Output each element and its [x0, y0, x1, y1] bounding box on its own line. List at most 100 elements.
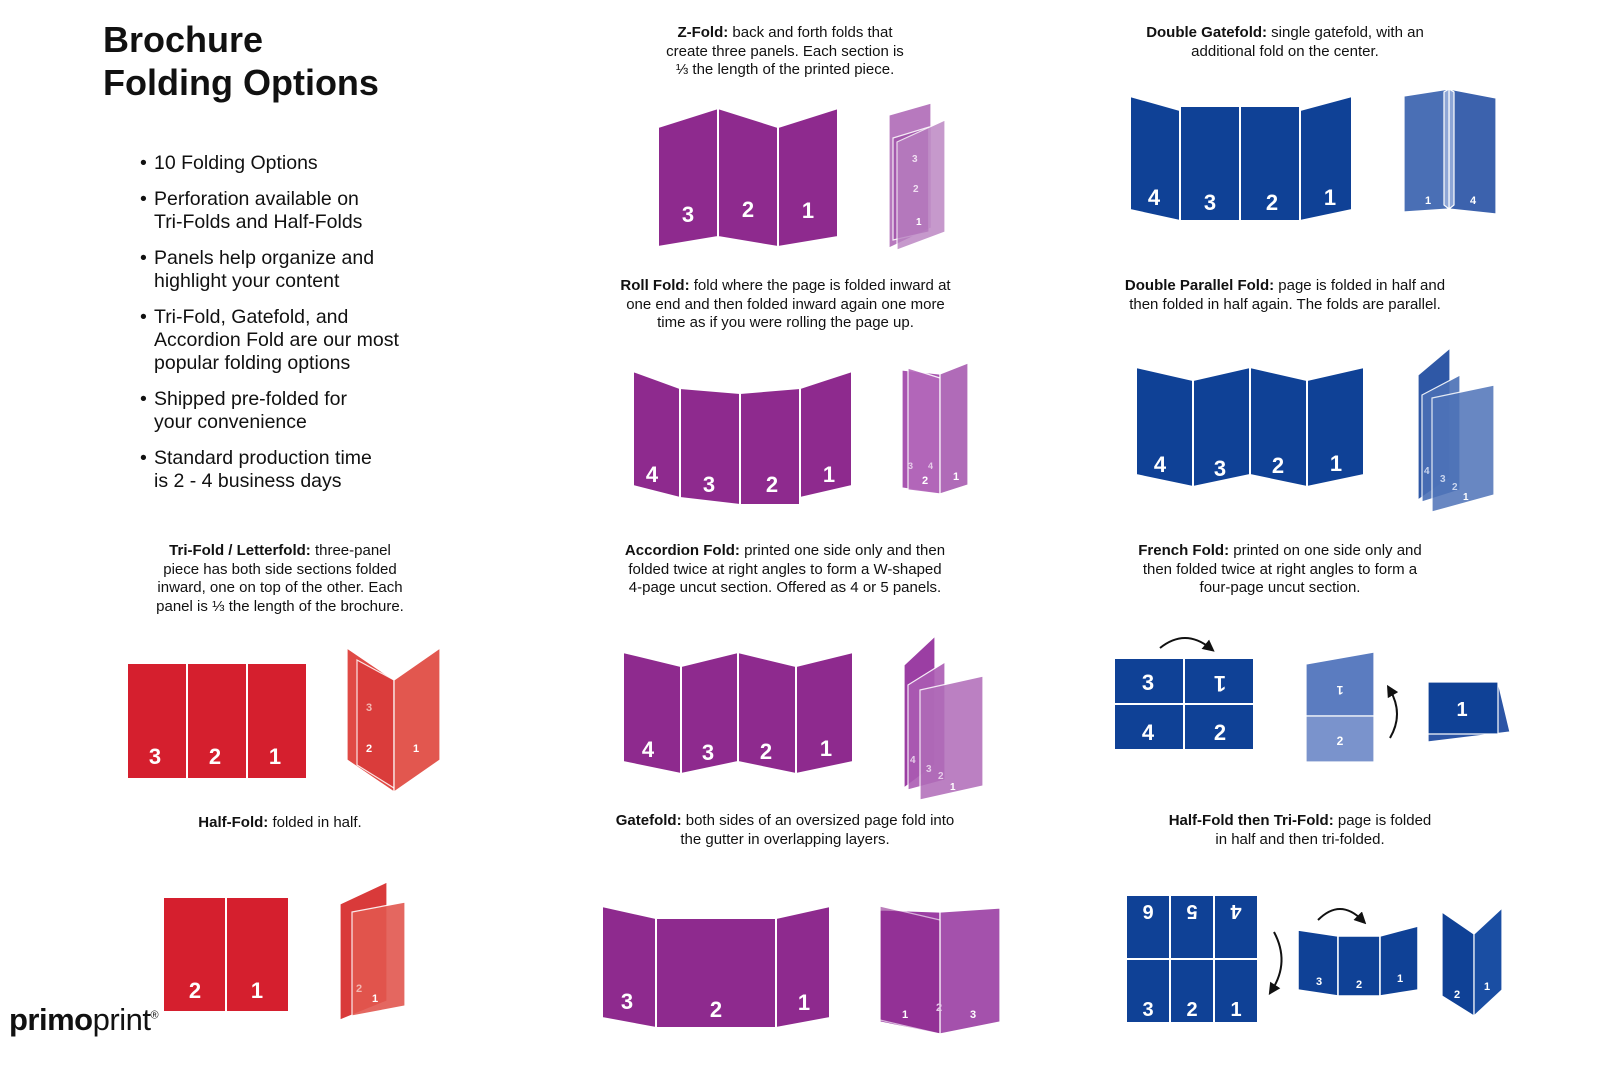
panel-number: 3	[926, 764, 932, 775]
panel-number: 4	[1230, 900, 1242, 922]
caption-roll-fold: Roll Fold: fold where the page is folded…	[583, 277, 988, 333]
half-fold-then-tri-fold-numbers: 6 5 4 3 2 1	[1142, 900, 1241, 1021]
double-gatefold-numbers: 4 3 2 1	[1148, 185, 1336, 215]
panel-number: 3	[970, 1009, 976, 1021]
caption-double-parallel-fold: Double Parallel Fold: page is folded in …	[1085, 277, 1485, 314]
caption-tri-fold: Tri-Fold / Letterfold: three-panel piece…	[110, 542, 450, 616]
tri-fold-flat-diagram	[126, 662, 308, 780]
panel-number: 1	[413, 743, 419, 755]
caption-text: printed on one side only and	[1229, 542, 1422, 559]
tri-fold-folded-diagram	[346, 646, 441, 794]
panel-number: 3	[1204, 190, 1216, 215]
caption-text: four-page uncut section.	[1199, 579, 1361, 596]
panel-number: 3	[1142, 670, 1154, 695]
list-item-text: Shipped pre-folded for	[154, 388, 347, 410]
panel-number: 4	[1148, 185, 1161, 210]
panel-number: 2	[1214, 720, 1226, 745]
caption-text: fold where the page is folded inward at	[689, 277, 951, 294]
list-item-text: is 2 - 4 business days	[154, 470, 342, 492]
caption-text: then folded twice at right angles to for…	[1142, 560, 1418, 578]
panel-number: 2	[1266, 190, 1278, 215]
french-fold-half-numbers: 1 2	[1336, 683, 1343, 748]
list-item-text: your convenience	[154, 411, 307, 433]
caption-text: three-panel	[310, 542, 391, 559]
gatefold-flat-diagram	[601, 904, 831, 1030]
panel-number: 1	[1214, 671, 1226, 696]
fold-name: Accordion Fold:	[624, 542, 740, 559]
caption-text: both sides of an oversized page fold int…	[681, 812, 955, 829]
panel-number: 2	[189, 978, 201, 1003]
caption-accordion-fold: Accordion Fold: printed one side only an…	[590, 542, 980, 598]
curved-arrow-icon	[1268, 931, 1283, 996]
panel-number: 3	[682, 202, 694, 227]
half-fold-then-tri-fold-folded-numbers: 2 1	[1454, 981, 1490, 1001]
caption-text: in half and then tri-folded.	[1215, 830, 1385, 848]
panel-number: 4	[1470, 195, 1477, 207]
accordion-numbers: 4 3 2 1	[642, 736, 832, 765]
french-fold-flat-diagram	[1113, 657, 1255, 751]
logo-registered-mark: ®	[150, 1009, 159, 1022]
list-item-text: Accordion Fold are our most	[154, 329, 399, 351]
french-fold-numbers: 3 1 4 2	[1142, 670, 1226, 745]
fold-name: Roll Fold:	[620, 277, 690, 294]
panel-number: 2	[922, 475, 928, 487]
panel-number: 2	[366, 743, 372, 755]
panel-number: 5	[1186, 900, 1197, 922]
list-item-text: Perforation available on	[154, 188, 359, 210]
panel-number: 1	[1336, 683, 1343, 697]
accordion-fold-flat-diagram	[622, 650, 854, 776]
caption-text: back and forth folds that	[728, 24, 893, 41]
panel-number: 2	[1337, 734, 1344, 748]
panel-number: 1	[953, 471, 959, 483]
fold-name: Half-Fold then Tri-Fold:	[1168, 812, 1334, 829]
caption-text: ⅓ the length of the printed piece.	[675, 61, 895, 78]
panel-number: 1	[269, 744, 281, 769]
double-parallel-numbers: 4 3 2 1	[1154, 451, 1342, 481]
roll-fold-numbers: 4 3 2 1	[646, 462, 835, 497]
caption-text: panel is ⅓ the length of the brochure.	[156, 597, 404, 615]
panel-number: 4	[646, 462, 659, 487]
double-gatefold-folded-numbers: 1 4	[1425, 195, 1477, 207]
panel-number: 2	[710, 997, 722, 1022]
panel-number: 1	[802, 198, 814, 223]
panel-number: 1	[251, 978, 263, 1003]
fold-name: Tri-Fold / Letterfold:	[169, 542, 311, 559]
title-line-1: Brochure	[103, 19, 264, 60]
roll-fold-flat-diagram	[632, 369, 853, 507]
caption-text: the gutter in overlapping layers.	[680, 830, 890, 848]
panel-number: 4	[1142, 720, 1155, 745]
half-fold-then-tri-fold-half-diagram	[1297, 925, 1419, 997]
panel-number: 4	[642, 737, 655, 762]
panel-number: 2	[742, 197, 754, 222]
panel-number: 2	[1454, 989, 1460, 1001]
panel-number: 2	[766, 472, 778, 497]
half-fold-folded-diagram	[339, 881, 406, 1021]
panel-number: 1	[820, 736, 832, 761]
curved-arrow-icon	[1317, 908, 1367, 925]
panel-number: 1	[950, 782, 956, 793]
double-gatefold-folded-diagram	[1403, 87, 1497, 215]
half-fold-then-tri-fold-flat-diagram	[1125, 894, 1259, 1024]
caption-text: page is folded in half and	[1274, 277, 1446, 294]
panel-number: 3	[908, 461, 913, 471]
double-parallel-folded-numbers: 4 3 2 1	[1424, 466, 1469, 503]
caption-text: piece has both side sections folded	[163, 560, 397, 578]
list-item-text: popular folding options	[154, 352, 351, 374]
panel-number: 3	[702, 740, 714, 765]
panel-number: 3	[703, 472, 715, 497]
fold-name: Gatefold:	[615, 812, 682, 829]
gatefold-folded-diagram	[879, 905, 1001, 1035]
panel-number: 3	[912, 154, 918, 165]
caption-half-fold: Half-Fold: folded in half.	[130, 814, 430, 833]
panel-number: 3	[621, 989, 633, 1014]
panel-number: 3	[149, 744, 161, 769]
panel-number: 3	[1214, 456, 1226, 481]
panel-number: 2	[1186, 999, 1197, 1021]
panel-number: 1	[1324, 185, 1336, 210]
caption-text: time as if you were rolling the page up.	[657, 314, 914, 331]
fold-name: Double Parallel Fold:	[1124, 277, 1275, 294]
z-fold-panel-numbers: 3 2 1	[682, 197, 814, 227]
